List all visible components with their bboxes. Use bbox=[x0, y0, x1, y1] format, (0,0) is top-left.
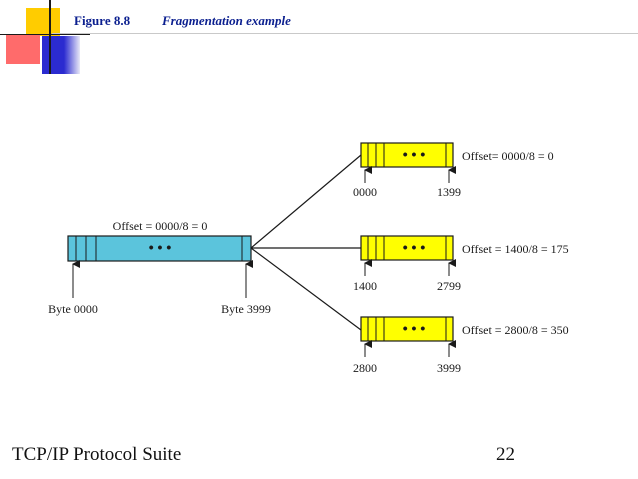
deco-square-red bbox=[6, 34, 40, 64]
deco-horizontal-line bbox=[0, 34, 90, 35]
footer-title: TCP/IP Protocol Suite bbox=[12, 444, 182, 465]
fragment-ellipsis: • • • bbox=[403, 146, 426, 162]
fragment-ellipsis: • • • bbox=[403, 239, 426, 255]
fragment-1: • • • Offset= 0000/8 = 0 0000 1399 bbox=[353, 142, 554, 199]
last-byte-label: Byte 3999 bbox=[221, 302, 271, 316]
fragment-first-byte-label: 0000 bbox=[353, 185, 377, 199]
original-datagram: • • • Offset = 0000/8 = 0 Byte 0000 Byte… bbox=[48, 219, 271, 316]
original-datagram-box bbox=[67, 235, 252, 262]
figure-caption: Fragmentation example bbox=[162, 13, 291, 28]
title-bar: Figure 8.8 Fragmentation example bbox=[52, 8, 638, 34]
fragment-first-byte-label: 2800 bbox=[353, 361, 377, 375]
deco-square-blue-fade bbox=[64, 36, 80, 74]
original-ellipsis: • • • bbox=[149, 239, 172, 255]
deco-square-yellow bbox=[26, 8, 60, 36]
deco-vertical-line bbox=[49, 0, 51, 74]
title-rule bbox=[52, 33, 638, 34]
page-number: 22 bbox=[496, 444, 515, 465]
fragment-3: • • • Offset = 2800/8 = 350 2800 3999 bbox=[353, 316, 569, 375]
fragment-last-byte-label: 2799 bbox=[437, 279, 461, 293]
connector-line-fragment-3 bbox=[250, 247, 362, 331]
fragment-ellipsis: • • • bbox=[403, 320, 426, 336]
connector-line-fragment-1 bbox=[250, 154, 362, 249]
fragment-last-byte-label: 1399 bbox=[437, 185, 461, 199]
fragment-last-byte-label: 3999 bbox=[437, 361, 461, 375]
fragment-offset-label: Offset= 0000/8 = 0 bbox=[462, 149, 554, 163]
original-offset-label: Offset = 0000/8 = 0 bbox=[113, 219, 208, 233]
fragment-2: • • • Offset = 1400/8 = 175 1400 2799 bbox=[353, 235, 569, 293]
first-byte-label: Byte 0000 bbox=[48, 302, 98, 316]
fragment-first-byte-label: 1400 bbox=[353, 279, 377, 293]
figure-label: Figure 8.8 bbox=[74, 13, 131, 28]
fragment-offset-label: Offset = 2800/8 = 350 bbox=[462, 323, 569, 337]
fragment-offset-label: Offset = 1400/8 = 175 bbox=[462, 242, 569, 256]
